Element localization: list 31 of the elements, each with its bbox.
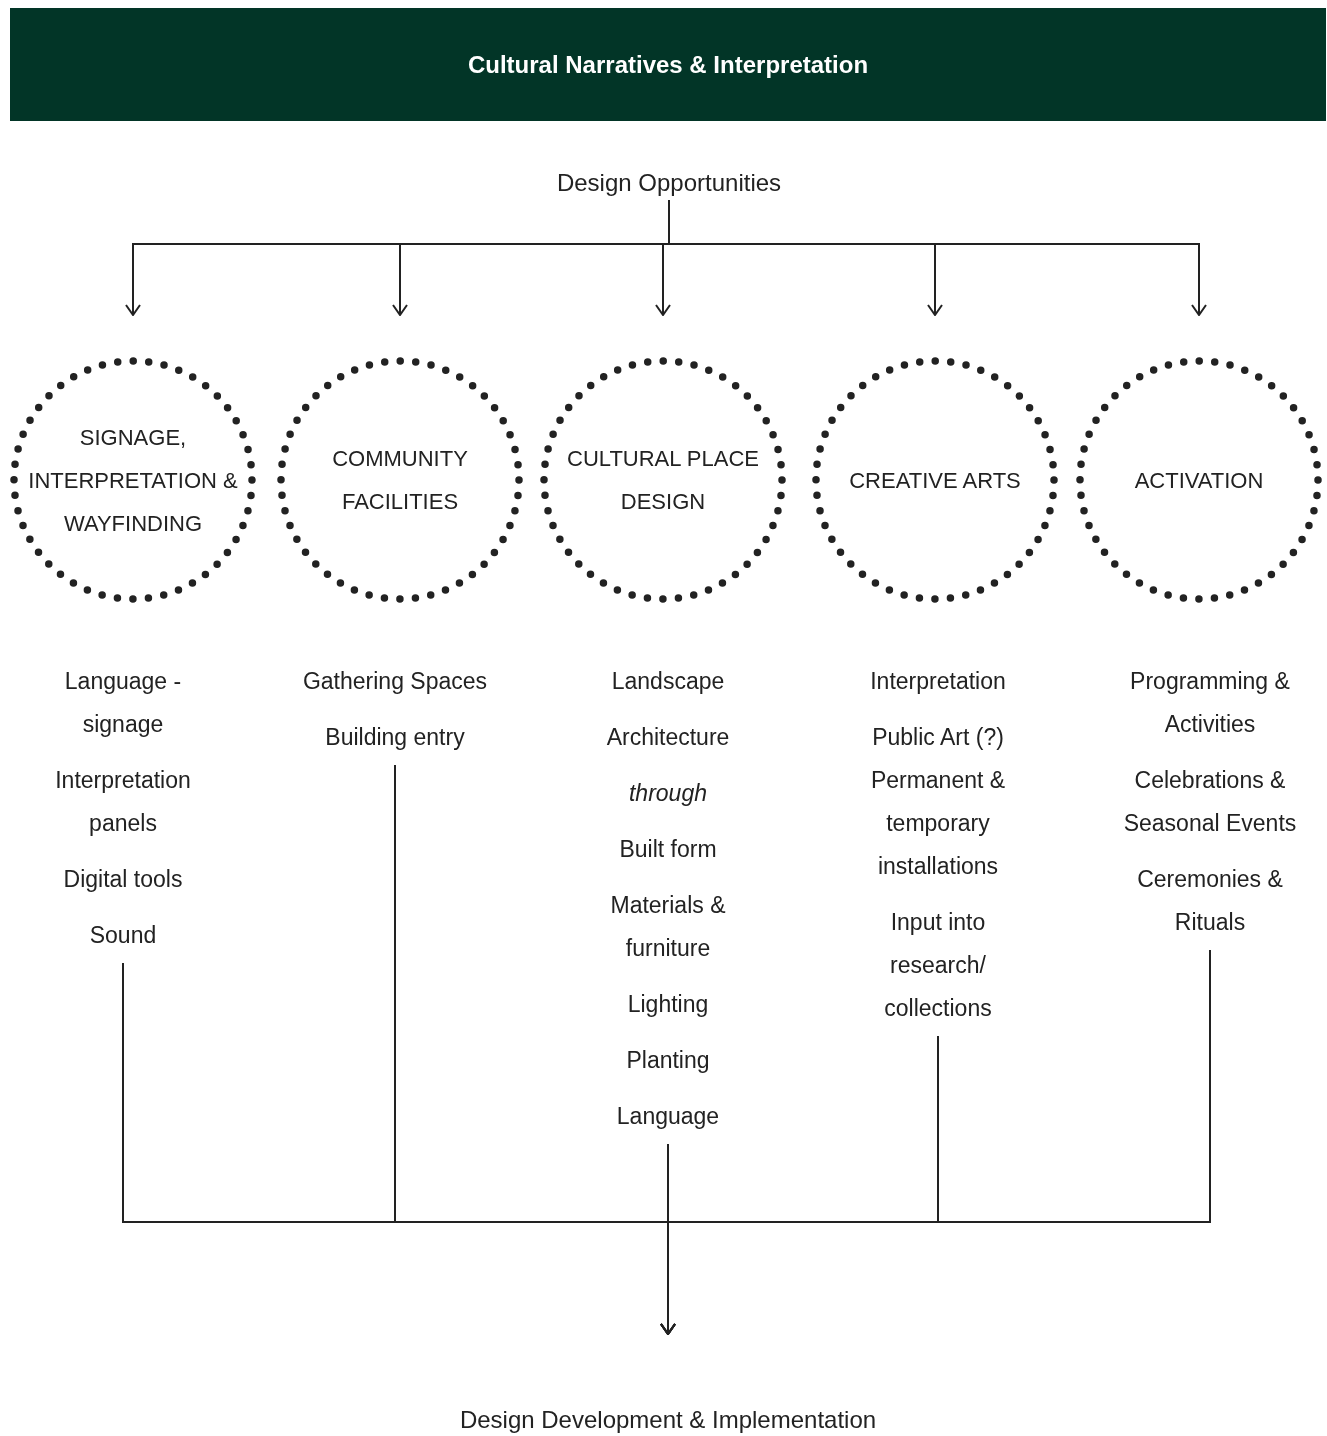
list-item: Interpretation panels: [54, 766, 192, 838]
category-label: CULTURAL PLACE DESIGN: [566, 445, 760, 516]
category-label: SIGNAGE, INTERPRETATION & WAYFINDING: [27, 423, 239, 538]
list-item: Celebrations & Seasonal Events: [1122, 766, 1298, 838]
list-item: Digital tools: [62, 865, 184, 894]
list-item: Programming & Activities: [1129, 667, 1291, 739]
title-banner: [10, 8, 1326, 121]
stage-label: Design Opportunities: [556, 169, 782, 197]
title-text: Cultural Narratives & Interpretation: [467, 50, 869, 79]
list-item: Ceremonies & Rituals: [1136, 865, 1284, 937]
list-item: Planting: [625, 1046, 711, 1075]
stage-label: Design Development & Implementation: [459, 1406, 877, 1434]
list-item: Language - signage: [63, 667, 183, 739]
list-item: Lighting: [626, 990, 710, 1019]
list-item: Sound: [88, 921, 158, 950]
category-label: ACTIVATION: [1134, 466, 1264, 495]
list-item: Input into research/ collections: [883, 908, 993, 1023]
list-item: Interpretation: [869, 667, 1007, 696]
list-item: Built form: [618, 835, 718, 864]
list-item: Gathering Spaces: [301, 667, 489, 696]
connector-arrow: [668, 199, 1207, 316]
list-item: Language: [615, 1102, 721, 1131]
list-item: Public Art (?) Permanent & temporary installations: [869, 723, 1007, 881]
list-item: Landscape: [610, 667, 726, 696]
category-label: COMMUNITY FACILITIES: [331, 445, 469, 516]
list-item: Architecture: [605, 723, 731, 752]
list-item: Building entry: [324, 723, 466, 752]
category-label: CREATIVE ARTS: [849, 466, 1021, 495]
connector-arrow: [660, 949, 1211, 1335]
list-item: Materials & furniture: [609, 891, 727, 963]
connector-word: through: [628, 779, 708, 808]
